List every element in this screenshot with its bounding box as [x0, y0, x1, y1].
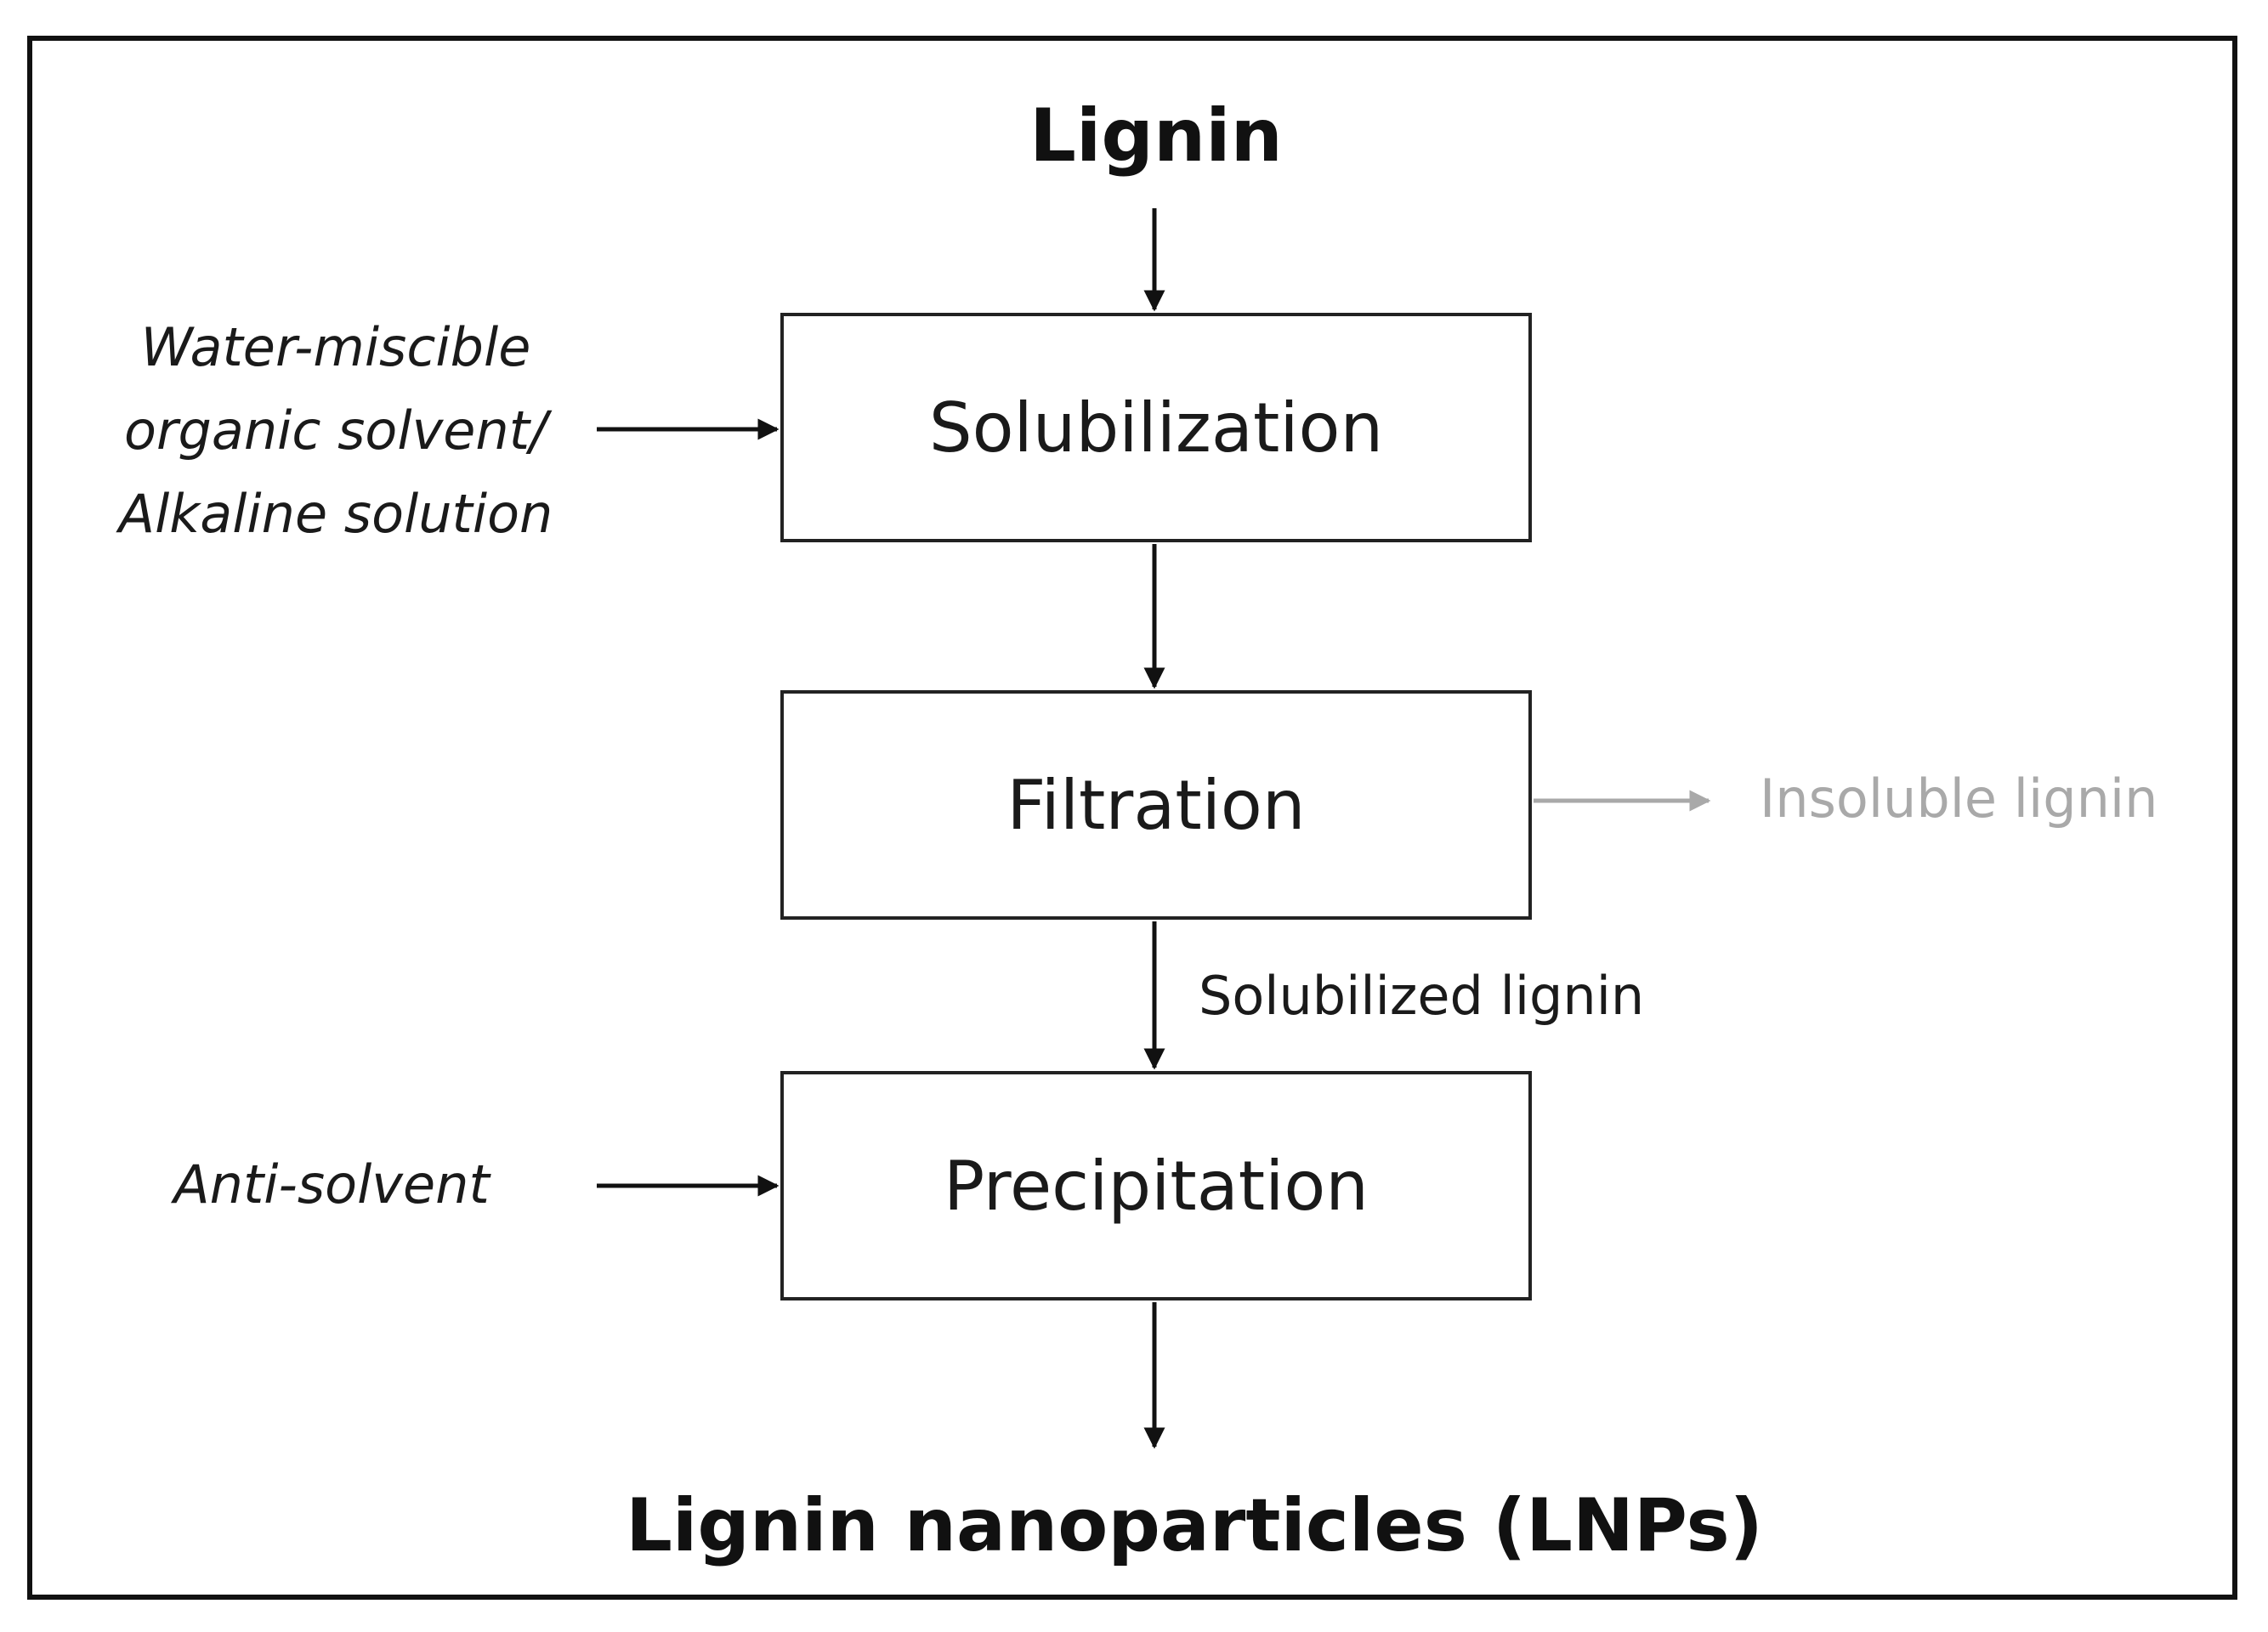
solubilization-label: Solubilization — [928, 388, 1384, 468]
insoluble-lignin-label: Insoluble lignin — [1760, 768, 2158, 830]
anti-solvent-label: Anti-solvent — [173, 1153, 490, 1216]
solvent-line-3: Alkaline solution — [118, 483, 553, 545]
input-title: Lignin — [1029, 94, 1283, 178]
solvent-input-label: Water-miscible organic solvent/ Alkaline… — [77, 306, 595, 556]
solvent-line-2: organic solvent/ — [124, 400, 547, 462]
solubilized-lignin-label: Solubilized lignin — [1199, 965, 1645, 1027]
precipitation-box: Precipitation — [780, 1071, 1532, 1300]
filtration-box: Filtration — [780, 690, 1532, 920]
filtration-label: Filtration — [1006, 765, 1306, 845]
precipitation-label: Precipitation — [943, 1146, 1369, 1226]
solubilization-box: Solubilization — [780, 313, 1532, 542]
solvent-line-1: Water-miscible — [140, 316, 531, 378]
output-title: Lignin nanoparticles (LNPs) — [626, 1483, 1763, 1568]
